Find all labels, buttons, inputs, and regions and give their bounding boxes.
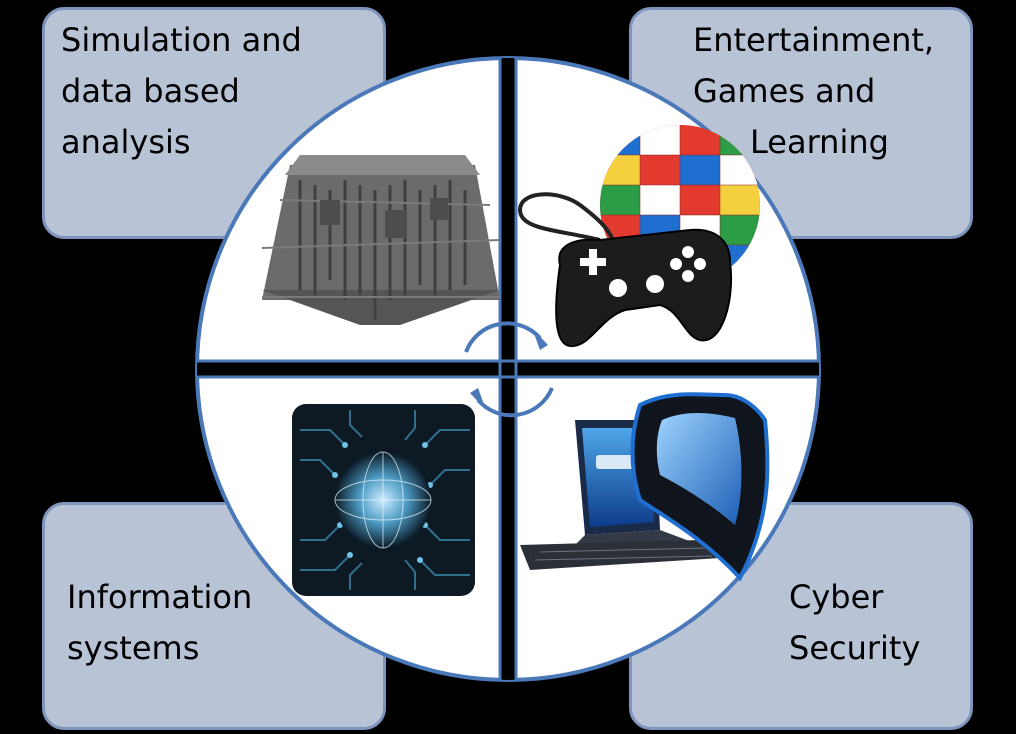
label-information-systems: Information systems <box>67 578 253 667</box>
quadrant-dividers <box>197 58 819 680</box>
game-controller-globe-icon <box>517 125 760 348</box>
label-cyber-security: Cyber Security <box>789 578 921 667</box>
label-simulation-analysis: Simulation and data based analysis <box>61 21 302 161</box>
circuit-globe-icon <box>292 404 475 596</box>
cycle-arrows-icon <box>464 321 554 418</box>
label-entertainment-games-learning: Entertainment, Games and Learning <box>693 21 935 161</box>
laptop-shield-icon <box>520 392 770 582</box>
fractal-structure-icon <box>261 155 501 325</box>
